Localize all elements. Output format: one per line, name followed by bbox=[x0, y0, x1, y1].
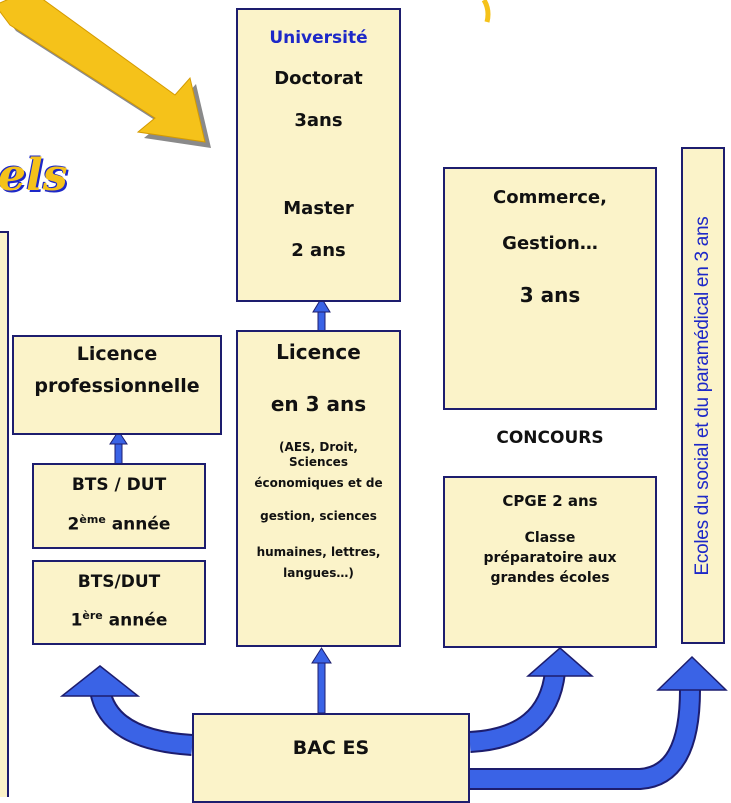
licence-box: Licence en 3 ans (AES, Droit, Sciences é… bbox=[236, 330, 401, 647]
yellow-stroke-decoration bbox=[481, 0, 491, 23]
universite-box: Université Doctorat 3ans Master 2 ans bbox=[236, 8, 401, 302]
bts-2-line2: 2ème année bbox=[34, 513, 204, 535]
cpge-line1: Classe bbox=[524, 530, 576, 546]
commerce-duration: 3 ans bbox=[519, 283, 581, 307]
curved-arrow-to-ecoles bbox=[470, 655, 728, 790]
licence-pro-box: Licence professionnelle bbox=[12, 335, 222, 435]
ecoles-box: Ecoles du social et du paramédical en 3 … bbox=[681, 147, 725, 644]
licence-title: Licence bbox=[276, 340, 361, 364]
bts-2-box: BTS / DUT 2ème année bbox=[32, 463, 206, 549]
bts-2-line1: BTS / DUT bbox=[71, 475, 167, 495]
cpge-line3: grandes écoles bbox=[490, 570, 610, 586]
arrow-licence-to-master bbox=[312, 297, 331, 333]
bts-1-box: BTS/DUT 1ère année bbox=[32, 560, 206, 645]
partial-title: els bbox=[0, 150, 68, 201]
licence-fields-5: humaines, lettres, bbox=[256, 545, 381, 559]
arrow-bts-to-licence-pro bbox=[109, 430, 128, 465]
bts-2-rest: année bbox=[105, 514, 171, 535]
bts-2-number: 2 bbox=[67, 514, 80, 535]
commerce-line2: Gestion… bbox=[502, 233, 598, 254]
licence-fields-3: économiques et de bbox=[254, 476, 383, 490]
cpge-line2: préparatoire aux bbox=[483, 550, 617, 566]
doctorat-duration: 3ans bbox=[294, 110, 343, 131]
bts-1-rest: année bbox=[102, 610, 168, 631]
yellow-arrow bbox=[0, 0, 211, 148]
cpge-box: CPGE 2 ans Classe préparatoire aux grand… bbox=[443, 476, 657, 648]
licence-fields-1: (AES, Droit, bbox=[279, 440, 358, 454]
bac-es-box: BAC ES bbox=[192, 713, 470, 803]
licence-fields-2: Sciences bbox=[289, 455, 348, 469]
ecoles-label: Ecoles du social et du paramédical en 3 … bbox=[692, 216, 713, 575]
commerce-box: Commerce, Gestion… 3 ans bbox=[443, 167, 657, 410]
cpge-title: CPGE 2 ans bbox=[502, 492, 598, 510]
bts-1-sup: ère bbox=[82, 609, 103, 622]
commerce-line1: Commerce, bbox=[493, 187, 607, 208]
curved-arrow-to-bts bbox=[59, 665, 193, 756]
bts-2-sup: ème bbox=[79, 513, 106, 526]
bts-1-number: 1 bbox=[70, 610, 83, 631]
licence-pro-line1: Licence bbox=[76, 343, 158, 365]
curved-arrow-to-cpge bbox=[469, 647, 594, 753]
master-duration: 2 ans bbox=[291, 240, 346, 261]
bac-es-label: BAC ES bbox=[292, 737, 370, 759]
bts-1-line1: BTS/DUT bbox=[77, 572, 161, 592]
doctorat-label: Doctorat bbox=[274, 68, 363, 89]
master-label: Master bbox=[283, 198, 354, 219]
left-partial-box bbox=[0, 231, 9, 797]
arrow-bac-to-licence bbox=[311, 647, 332, 714]
licence-fields-6: langues…) bbox=[283, 566, 354, 580]
licence-fields-4: gestion, sciences bbox=[260, 509, 377, 523]
licence-duration: en 3 ans bbox=[270, 392, 367, 416]
licence-pro-line2: professionnelle bbox=[34, 375, 200, 397]
universite-label: Université bbox=[269, 28, 368, 48]
bts-1-line2: 1ère année bbox=[34, 609, 204, 631]
concours-label: CONCOURS bbox=[496, 428, 604, 448]
